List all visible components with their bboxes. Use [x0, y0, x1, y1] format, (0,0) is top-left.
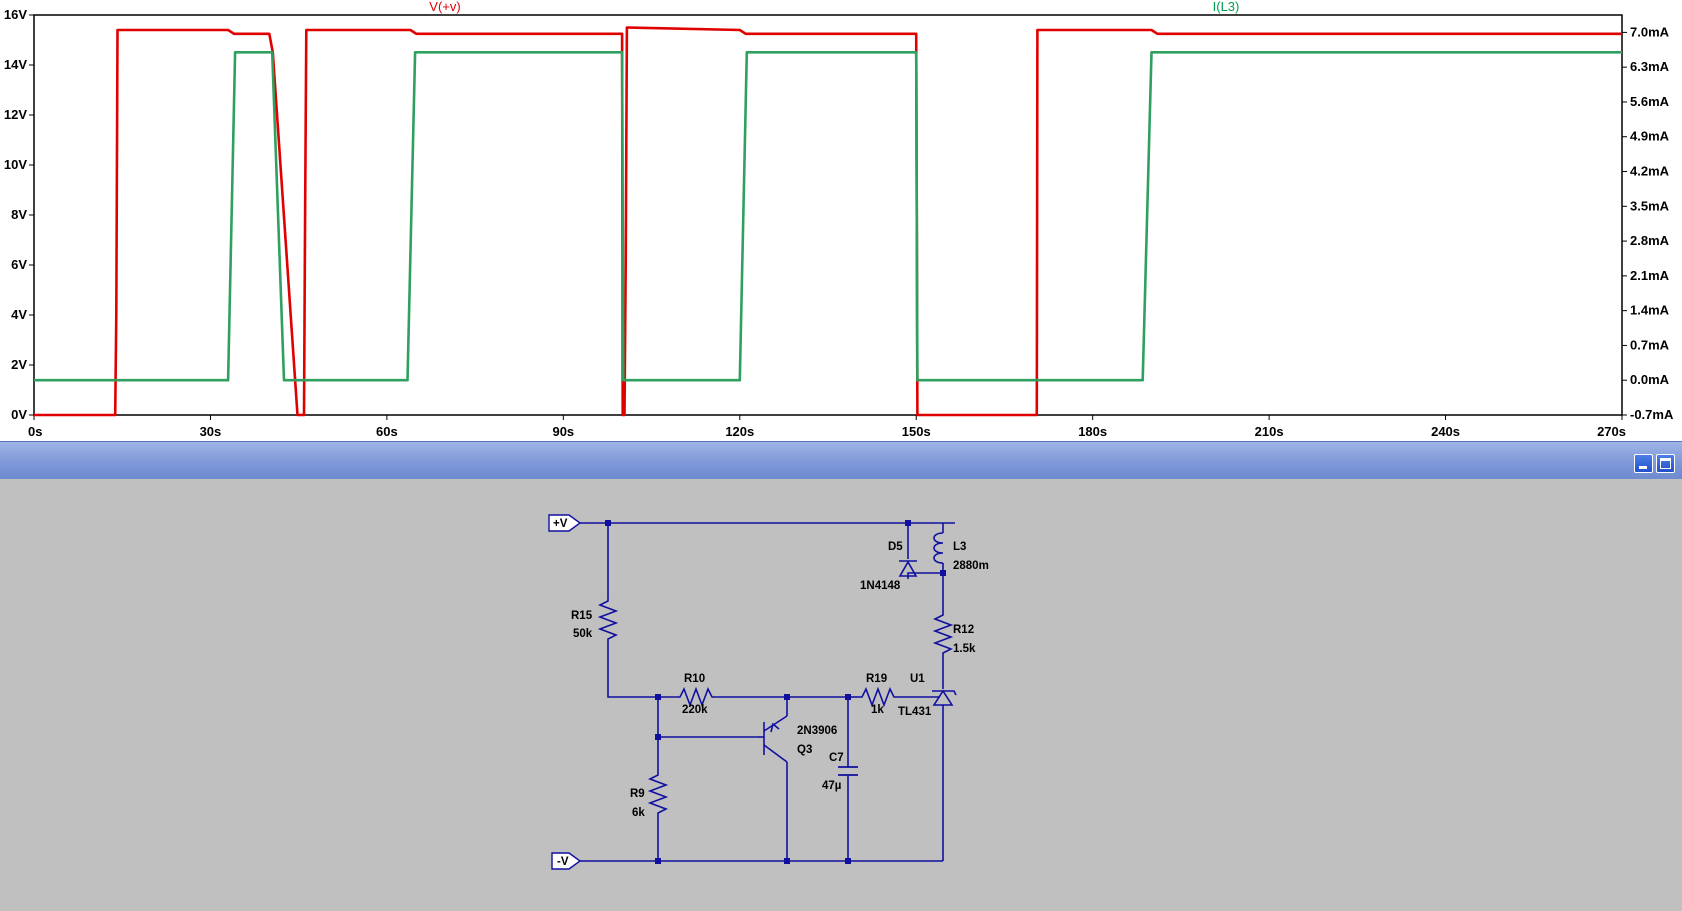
- c7-name: C7: [829, 752, 844, 764]
- d5-model: 1N4148: [860, 580, 901, 592]
- u1-name: U1: [910, 673, 925, 685]
- resistor-r9[interactable]: R9 6k: [630, 771, 669, 819]
- l3-value: 2880m: [953, 560, 989, 572]
- schematic-pane[interactable]: +V -V R15 50k R10 220k R9 6k: [0, 479, 1682, 911]
- right-axis-tick-label: 5.6mA: [1630, 94, 1670, 109]
- pos-supply-flag[interactable]: +V: [548, 514, 582, 532]
- q3-name: Q3: [797, 744, 812, 756]
- maximize-button[interactable]: [1656, 454, 1675, 473]
- d5-name: D5: [888, 541, 903, 553]
- neg-supply-label: -V: [557, 856, 569, 868]
- right-axis-tick-label: 4.9mA: [1630, 129, 1670, 144]
- right-axis-tick-label: 3.5mA: [1630, 198, 1670, 213]
- capacitor-c7[interactable]: [838, 766, 858, 776]
- trace-label[interactable]: I(L3): [1213, 0, 1240, 14]
- left-axis-tick-label: 16V: [4, 7, 27, 22]
- waveform-plot-pane[interactable]: 0V 2V 4V 6V 8V 10V 12V 14V 16V -0.7mA 0.0mA 0.7mA 1…: [0, 0, 1682, 441]
- r10-value: 220k: [682, 704, 708, 716]
- left-axis-tick-label: 14V: [4, 57, 27, 72]
- left-axis-tick-label: 8V: [11, 207, 27, 222]
- u1-model: TL431: [898, 706, 932, 718]
- right-axis-tick-label: 4.2mA: [1630, 164, 1670, 179]
- r19-value: 1k: [871, 704, 884, 716]
- r15-name: R15: [571, 610, 593, 622]
- right-axis-tick-label: 6.3mA: [1630, 59, 1670, 74]
- left-axis-tick-label: 10V: [4, 157, 27, 172]
- resistor-r19[interactable]: R19 1k: [858, 673, 898, 716]
- q3-emitter-arrow-icon: [770, 722, 780, 733]
- right-axis-tick-label: 2.1mA: [1630, 268, 1670, 283]
- left-axis-tick-label: 0V: [11, 407, 27, 422]
- pos-supply-label: +V: [553, 518, 568, 530]
- x-axis-tick-label: 0s: [28, 424, 42, 439]
- right-axis-tick-label: 1.4mA: [1630, 303, 1670, 318]
- r9-value: 6k: [632, 807, 645, 819]
- right-axis-tick-label: 0.7mA: [1630, 337, 1670, 352]
- plot-frame: [33, 14, 1623, 416]
- left-axis-tick-label: 12V: [4, 107, 27, 122]
- resistor-r10[interactable]: R10 220k: [676, 673, 716, 716]
- waveform-plot[interactable]: 0V 2V 4V 6V 8V 10V 12V 14V 16V -0.7mA 0.0mA 0.7mA 1…: [0, 0, 1682, 441]
- trace-i-l3[interactable]: [34, 50, 1622, 382]
- resistor-r12[interactable]: R12 1.5k: [932, 609, 976, 655]
- r9-name: R9: [630, 788, 645, 800]
- r12-name: R12: [953, 624, 974, 636]
- pane-splitter-bar[interactable]: [0, 441, 1682, 479]
- r19-name: R19: [866, 673, 887, 685]
- x-axis-tick-label: 150s: [902, 424, 931, 439]
- x-axis-tick-label: 240s: [1431, 424, 1460, 439]
- maximize-icon: [1660, 458, 1671, 469]
- shunt-regulator-u1[interactable]: [920, 683, 957, 713]
- right-axis-tick-label: 2.8mA: [1630, 233, 1670, 248]
- r10-name: R10: [684, 673, 705, 685]
- neg-supply-flag[interactable]: -V: [551, 852, 582, 870]
- x-axis-tick-label: 210s: [1255, 424, 1284, 439]
- inductor-l3[interactable]: [933, 532, 944, 564]
- schematic-canvas[interactable]: +V -V R15 50k R10 220k R9 6k: [0, 479, 1682, 911]
- x-axis-tick-label: 90s: [552, 424, 574, 439]
- right-axis-tick-label: 0.0mA: [1630, 372, 1670, 387]
- trace-v-v[interactable]: [34, 26, 1622, 417]
- transistor-q3[interactable]: [758, 715, 788, 763]
- right-axis-tick-label: 7.0mA: [1630, 24, 1670, 39]
- wire-junctions: [605, 520, 946, 864]
- minimize-button[interactable]: [1634, 454, 1653, 473]
- x-axis-tick-label: 30s: [200, 424, 222, 439]
- x-axis-tick-label: 270s: [1597, 424, 1626, 439]
- left-axis-tick-label: 6V: [11, 257, 27, 272]
- x-axis-tick-label: 120s: [725, 424, 754, 439]
- l3-name: L3: [953, 541, 966, 553]
- resistor-r15[interactable]: R15 50k: [571, 595, 619, 641]
- q3-model: 2N3906: [797, 725, 837, 737]
- diode-d5[interactable]: [898, 560, 918, 577]
- left-axis-tick-label: 2V: [11, 357, 27, 372]
- trace-label[interactable]: V(+v): [429, 0, 460, 14]
- right-axis-tick-label: -0.7mA: [1630, 407, 1674, 422]
- r12-value: 1.5k: [953, 643, 976, 655]
- x-axis-tick-label: 60s: [376, 424, 398, 439]
- left-axis-tick-label: 4V: [11, 307, 27, 322]
- c7-value: 47µ: [822, 780, 841, 792]
- r15-value: 50k: [573, 628, 593, 640]
- minimize-icon: [1639, 466, 1647, 469]
- x-axis-tick-label: 180s: [1078, 424, 1107, 439]
